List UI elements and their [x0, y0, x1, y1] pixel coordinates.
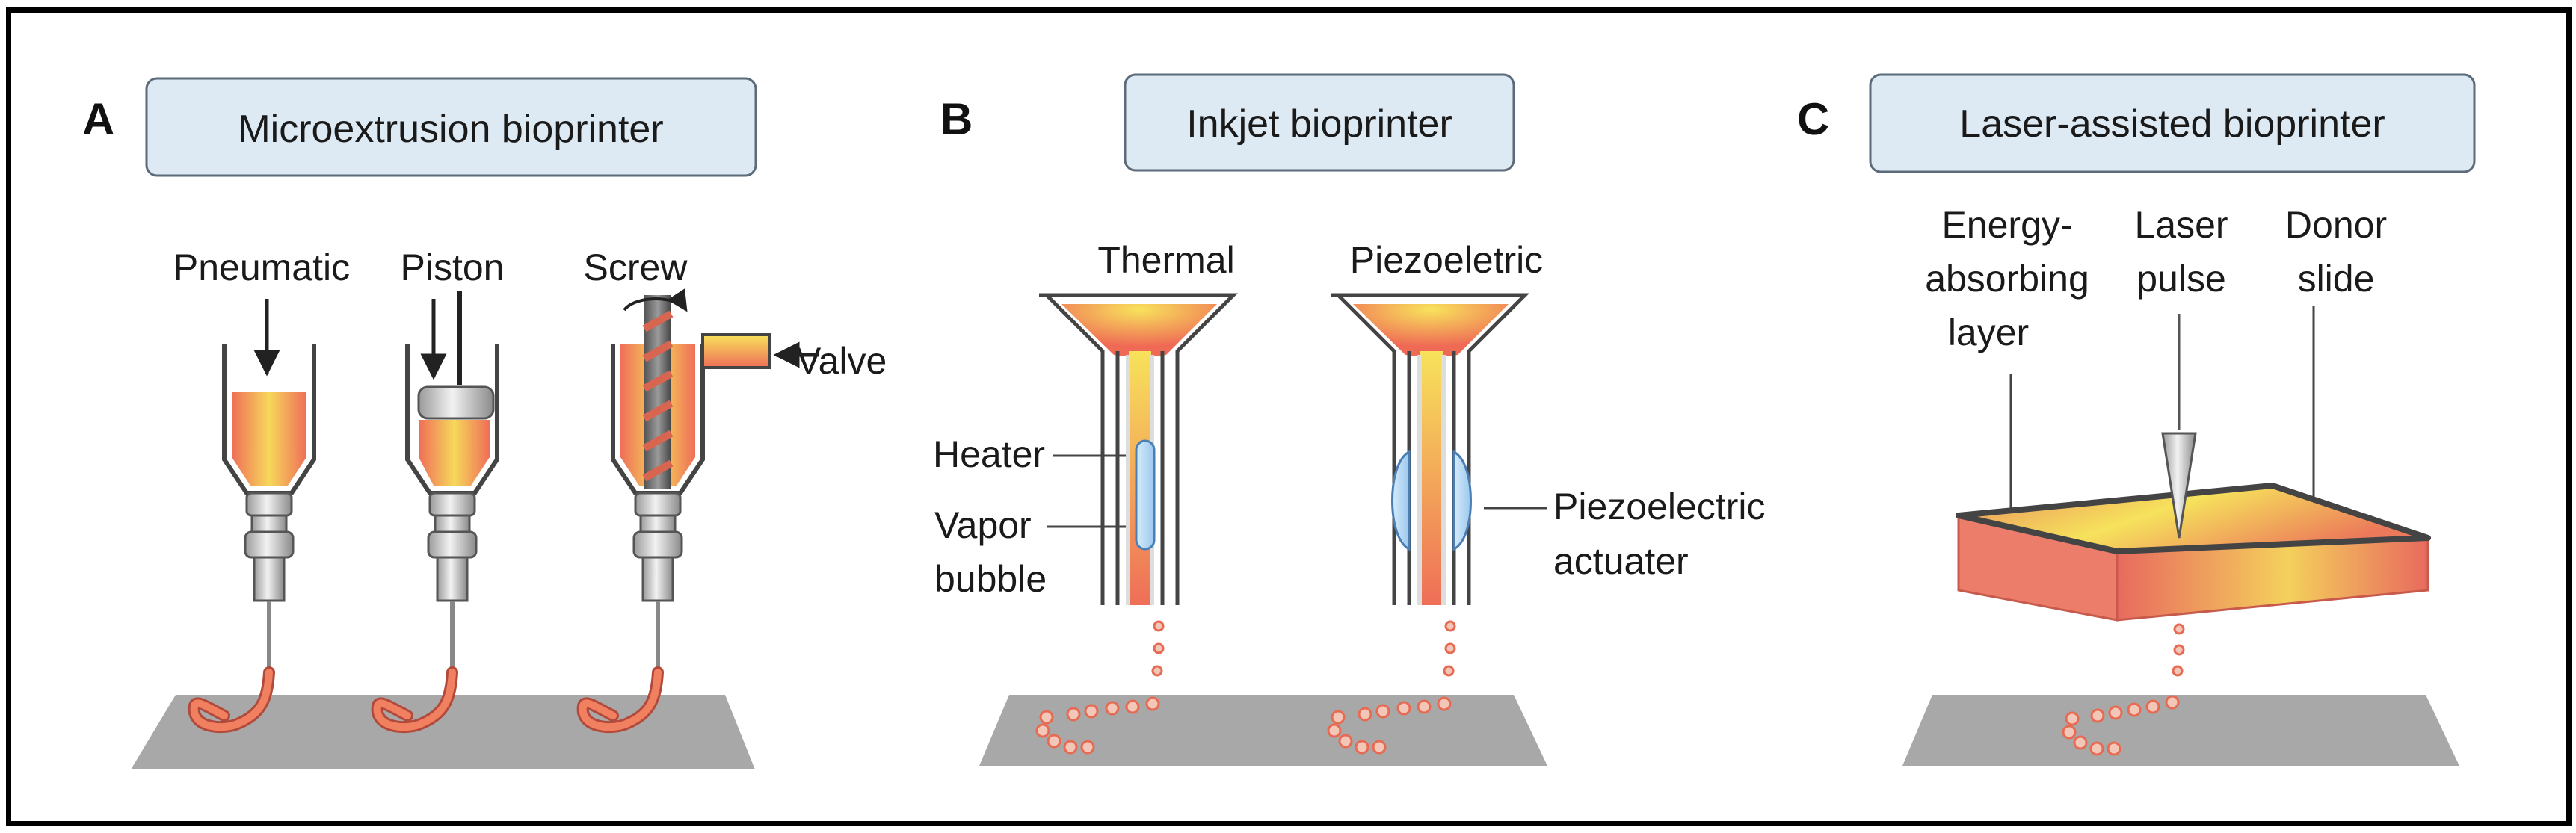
- piezo-droplets: [1327, 620, 1456, 755]
- piezo-nozzle: [1331, 293, 1530, 605]
- thermal-label: Thermal: [1097, 239, 1234, 281]
- actuator-label-1: Piezoelectric: [1553, 486, 1765, 527]
- panel-b: B Inkjet bioprinter Thermal Piezoeletric…: [933, 73, 1765, 766]
- laser-beam: [2161, 314, 2197, 539]
- heater-label: Heater: [933, 433, 1045, 475]
- panel-a-letter: A: [82, 94, 114, 144]
- energy-label-2: absorbing: [1925, 258, 2089, 300]
- piezo-actuator-right: [1452, 450, 1472, 551]
- laser-label-2: pulse: [2136, 258, 2226, 300]
- screw-syringe: [576, 288, 819, 734]
- donor-label-1: Donor: [2285, 204, 2387, 246]
- panel-b-letter: B: [940, 94, 973, 144]
- piston-label: Piston: [401, 247, 505, 288]
- panel-c-letter: C: [1797, 94, 1829, 144]
- laser-label-1: Laser: [2134, 204, 2228, 246]
- donor-slide: [1956, 483, 2431, 622]
- piezo-actuator-left: [1391, 450, 1411, 551]
- energy-label-3: layer: [1948, 312, 2029, 353]
- thermal-bubble: [1135, 439, 1156, 551]
- thermal-nozzle: [1039, 293, 1239, 605]
- valve-label: Valve: [796, 340, 887, 382]
- vapor-label-2: bubble: [934, 558, 1047, 600]
- panel-a-title: Microextrusion bioprinter: [238, 108, 663, 151]
- screw-label: Screw: [584, 247, 688, 288]
- panel-a-title-box: [145, 77, 757, 177]
- pneumatic-label: Pneumatic: [173, 247, 350, 288]
- laser-droplets: [2062, 623, 2185, 756]
- panel-b-title-box: [1124, 73, 1515, 172]
- platform-c: [1902, 695, 2459, 766]
- donor-label-2: slide: [2298, 258, 2375, 300]
- piezo-label: Piezoeletric: [1350, 239, 1543, 281]
- energy-label-1: Energy-: [1941, 204, 2072, 246]
- actuator-label-2: actuater: [1553, 540, 1689, 582]
- thermal-droplets: [1035, 620, 1165, 755]
- panel-a: A Microextrusion bioprinter Pneumatic Pi…: [82, 77, 887, 769]
- panel-c-title-box: [1869, 73, 2476, 173]
- panel-c: C Laser-assisted bioprinter Energy- abso…: [1797, 73, 2476, 766]
- pneumatic-syringe: [188, 299, 316, 734]
- panel-c-title: Laser-assisted bioprinter: [1959, 102, 2385, 146]
- piston-syringe: [371, 291, 499, 734]
- platform-b: [979, 695, 1547, 766]
- panel-b-title: Inkjet bioprinter: [1186, 102, 1452, 146]
- vapor-label-1: Vapor: [934, 504, 1032, 546]
